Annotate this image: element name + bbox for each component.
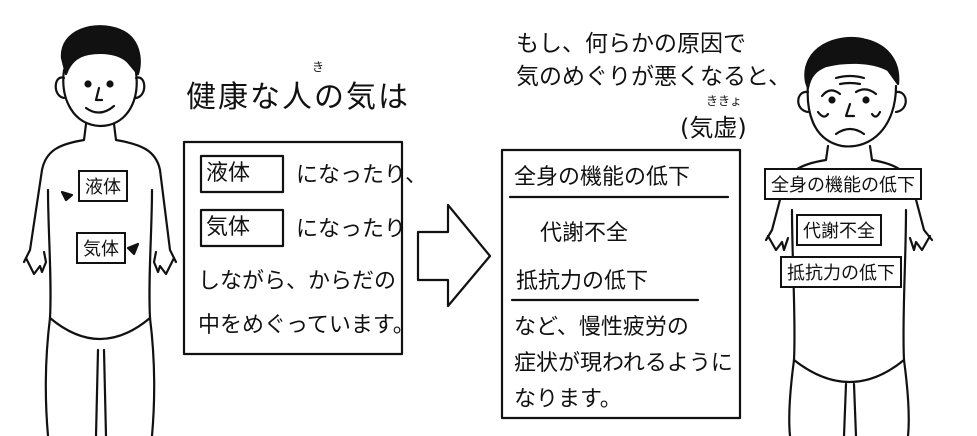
symptom-desc-1: など、慢性疲労の [514,315,689,340]
body-tag-function-decline: 全身の機能の低下 [764,168,922,200]
left-explanation-box [182,140,404,356]
box-word-gas: 気体 [206,215,251,240]
box-word-liquid: 液体 [206,161,251,186]
condition-heading: もし、何らかの原因で 気のめぐりが悪くなると、 [516,28,791,95]
right-explanation-box [500,148,742,420]
symptom-item-2: 代謝不全 [540,221,629,246]
body-tag-metabolism: 代謝不全 [796,214,882,246]
condition-heading-line2: 気のめぐりが悪くなると、 [516,64,792,91]
box-line1-text: になったり、 [296,163,428,188]
body-tag-resistance: 抵抗力の低下 [780,256,902,288]
symptom-item-3: 抵抗力の低下 [516,269,649,294]
condition-heading-line1: もし、何らかの原因で [516,31,746,57]
transition-arrow [416,203,492,308]
box-line2-text: になったり [296,217,407,242]
box-line4-text: 中をめぐっています。 [198,313,415,338]
kikyo-ruby: ききょ [706,94,743,108]
heading-ruby: き [312,60,325,74]
symptom-desc-3: なります。 [514,387,622,412]
symptom-desc-2: 症状が現われるように [514,351,733,376]
symptom-item-1: 全身の機能の低下 [514,165,691,190]
body-tag-gas: 気体 [76,232,126,264]
healthy-heading: 健康な人の気は [186,72,410,116]
liquid-word-frame [199,154,285,194]
healthy-person-figure [22,25,178,436]
tired-person-figure [764,36,934,436]
kikyo-label: (気虚) [680,114,747,142]
healthy-heading-text: 健康な人の気は [186,80,410,115]
gas-word-frame [199,208,285,248]
box-line3-text: しながら、からだの [198,269,397,294]
body-tag-liquid: 液体 [78,170,128,202]
